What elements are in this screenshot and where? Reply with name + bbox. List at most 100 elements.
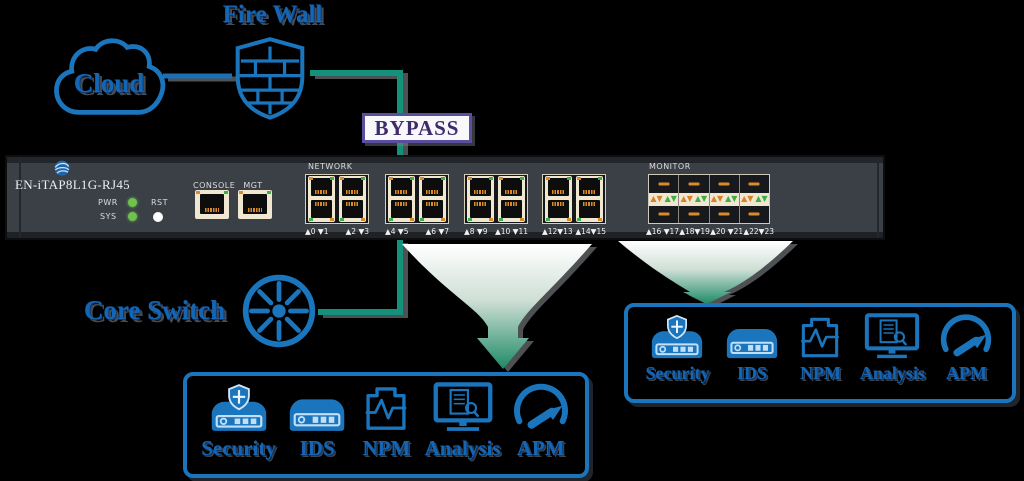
- app-label: Security: [201, 436, 276, 460]
- network-port-group: ▲8 ▼9▲10 ▼11: [464, 174, 528, 236]
- monitor-port-number: ▲20 ▼21: [710, 227, 744, 236]
- funnel-to-right-box: [618, 241, 793, 304]
- firewall-icon: [227, 36, 313, 120]
- rj45-jack: [422, 200, 443, 218]
- console-port: [195, 190, 229, 219]
- rj45-jack: [501, 178, 522, 196]
- chassis-top-strip: [7, 157, 883, 163]
- monitor-port-number: ▲18▼19: [679, 227, 710, 236]
- rj45-column: [467, 176, 494, 222]
- console-label: CONSOLE: [193, 181, 236, 190]
- rj45-jack: [391, 178, 412, 196]
- port-number-label: ▲0 ▼1▲2 ▼3: [305, 227, 369, 236]
- sfp-triangles-orange: ▲▼: [710, 194, 724, 203]
- reset-button: [153, 212, 163, 222]
- sfp-direction-indicators: ▲▼▲▼: [739, 192, 769, 206]
- sfp-direction-indicators: ▲▼▲▼: [649, 192, 679, 206]
- port-number-left: ▲12▼13: [542, 227, 573, 236]
- app-item-npm: NPM: [358, 382, 414, 472]
- rj45-jack: [548, 178, 569, 196]
- port-led: [598, 177, 602, 180]
- port-led: [489, 177, 493, 180]
- app-item-apm: APM: [511, 382, 571, 472]
- port-led: [361, 177, 365, 180]
- monitor-port-number: ▲22▼23: [743, 227, 774, 236]
- port-led: [468, 177, 472, 180]
- port-led: [389, 218, 393, 221]
- port-led: [340, 177, 344, 180]
- rj45-jack: [311, 200, 332, 218]
- sfp-triangles-green: ▲▼: [694, 194, 708, 203]
- rj45-column: [576, 176, 603, 222]
- firewall-label: Fire Wall: [222, 1, 323, 28]
- sfp-direction-indicators: ▲▼▲▼: [679, 192, 709, 206]
- sfp-column: ▲▼▲▼: [649, 175, 680, 223]
- port-led: [468, 218, 472, 221]
- port-led: [309, 218, 313, 221]
- rj45-jack: [579, 178, 600, 196]
- mgt-label: MGT: [243, 181, 263, 190]
- port-led: [489, 218, 493, 221]
- pwr-led: [128, 198, 137, 207]
- rj45-jack: [391, 200, 412, 218]
- port-led: [499, 177, 503, 180]
- port-led: [340, 218, 344, 221]
- sfp-triangles-orange: ▲▼: [680, 194, 693, 203]
- rj45-jack: [470, 178, 491, 196]
- monitor-port-labels: ▲16 ▼17▲18▼19▲20 ▼21▲22▼23: [646, 227, 774, 236]
- rj45-jack: [342, 178, 363, 196]
- sfp-slot-top: [679, 175, 708, 193]
- port-number-label: ▲8 ▼9▲10 ▼11: [464, 227, 528, 236]
- app-label: IDS: [299, 436, 335, 460]
- port-led: [410, 177, 414, 180]
- app-label: Analysis: [424, 436, 501, 460]
- rj45-column: [339, 176, 366, 222]
- sfp-triangles-green: ▲▼: [755, 194, 768, 203]
- port-led: [520, 177, 524, 180]
- port-number-left: ▲4 ▼5: [385, 227, 409, 236]
- npm-icon: [365, 387, 408, 431]
- rj45-column: [545, 176, 572, 222]
- port-led: [410, 218, 414, 221]
- port-number-label: ▲4 ▼5 ▲6 ▼7: [385, 227, 449, 236]
- ids-icon: [725, 327, 779, 360]
- device-coreswitch-link: [318, 240, 403, 315]
- network-port-group: ▲4 ▼5 ▲6 ▼7: [385, 174, 449, 236]
- app-item-security: Security: [201, 382, 276, 472]
- port-led: [567, 177, 571, 180]
- port-led: [567, 218, 571, 221]
- apm-icon: [938, 313, 994, 361]
- bypass-tag: BYPASS: [362, 113, 472, 143]
- port-led: [267, 191, 271, 194]
- rj45-jack: [470, 200, 491, 218]
- pwr-label: PWR: [98, 198, 118, 207]
- rj45-jack: [243, 194, 267, 214]
- sfp-column: ▲▼▲▼: [739, 175, 769, 223]
- port-led: [577, 177, 581, 180]
- port-number-label: ▲12▼13▲14▼15: [542, 227, 606, 236]
- app-label: APM: [516, 436, 565, 460]
- cloud-label: Cloud: [73, 68, 145, 98]
- analysis-tools-box-bottom: Security IDS NPM Analysis APM: [183, 372, 589, 478]
- core-switch-label: Core Switch: [83, 295, 226, 325]
- sfp-triangles-green: ▲▼: [664, 194, 677, 203]
- apm-icon: [511, 382, 571, 434]
- analysis-icon: [431, 382, 495, 434]
- security-icon: [210, 384, 267, 432]
- rj45-column: [498, 176, 525, 222]
- port-number-right: ▲6 ▼7: [425, 227, 449, 236]
- analysis-tools-box-right: Security IDS NPM Analysis APM: [624, 303, 1016, 403]
- sfp-column: ▲▼▲▼: [679, 175, 710, 224]
- rj45-column: [308, 176, 335, 222]
- port-led: [389, 177, 393, 180]
- funnel-to-bottom-box: [402, 244, 592, 369]
- port-led: [546, 218, 550, 221]
- port-cage: [385, 174, 449, 224]
- sfp-slot-top: [649, 175, 678, 193]
- npm-icon: [801, 317, 840, 358]
- sfp-triangles-orange: ▲▼: [741, 194, 754, 203]
- sys-led: [128, 212, 137, 221]
- network-section-label: NETWORK: [308, 162, 353, 171]
- sfp-slot-bottom: [679, 206, 708, 224]
- port-led: [330, 177, 334, 180]
